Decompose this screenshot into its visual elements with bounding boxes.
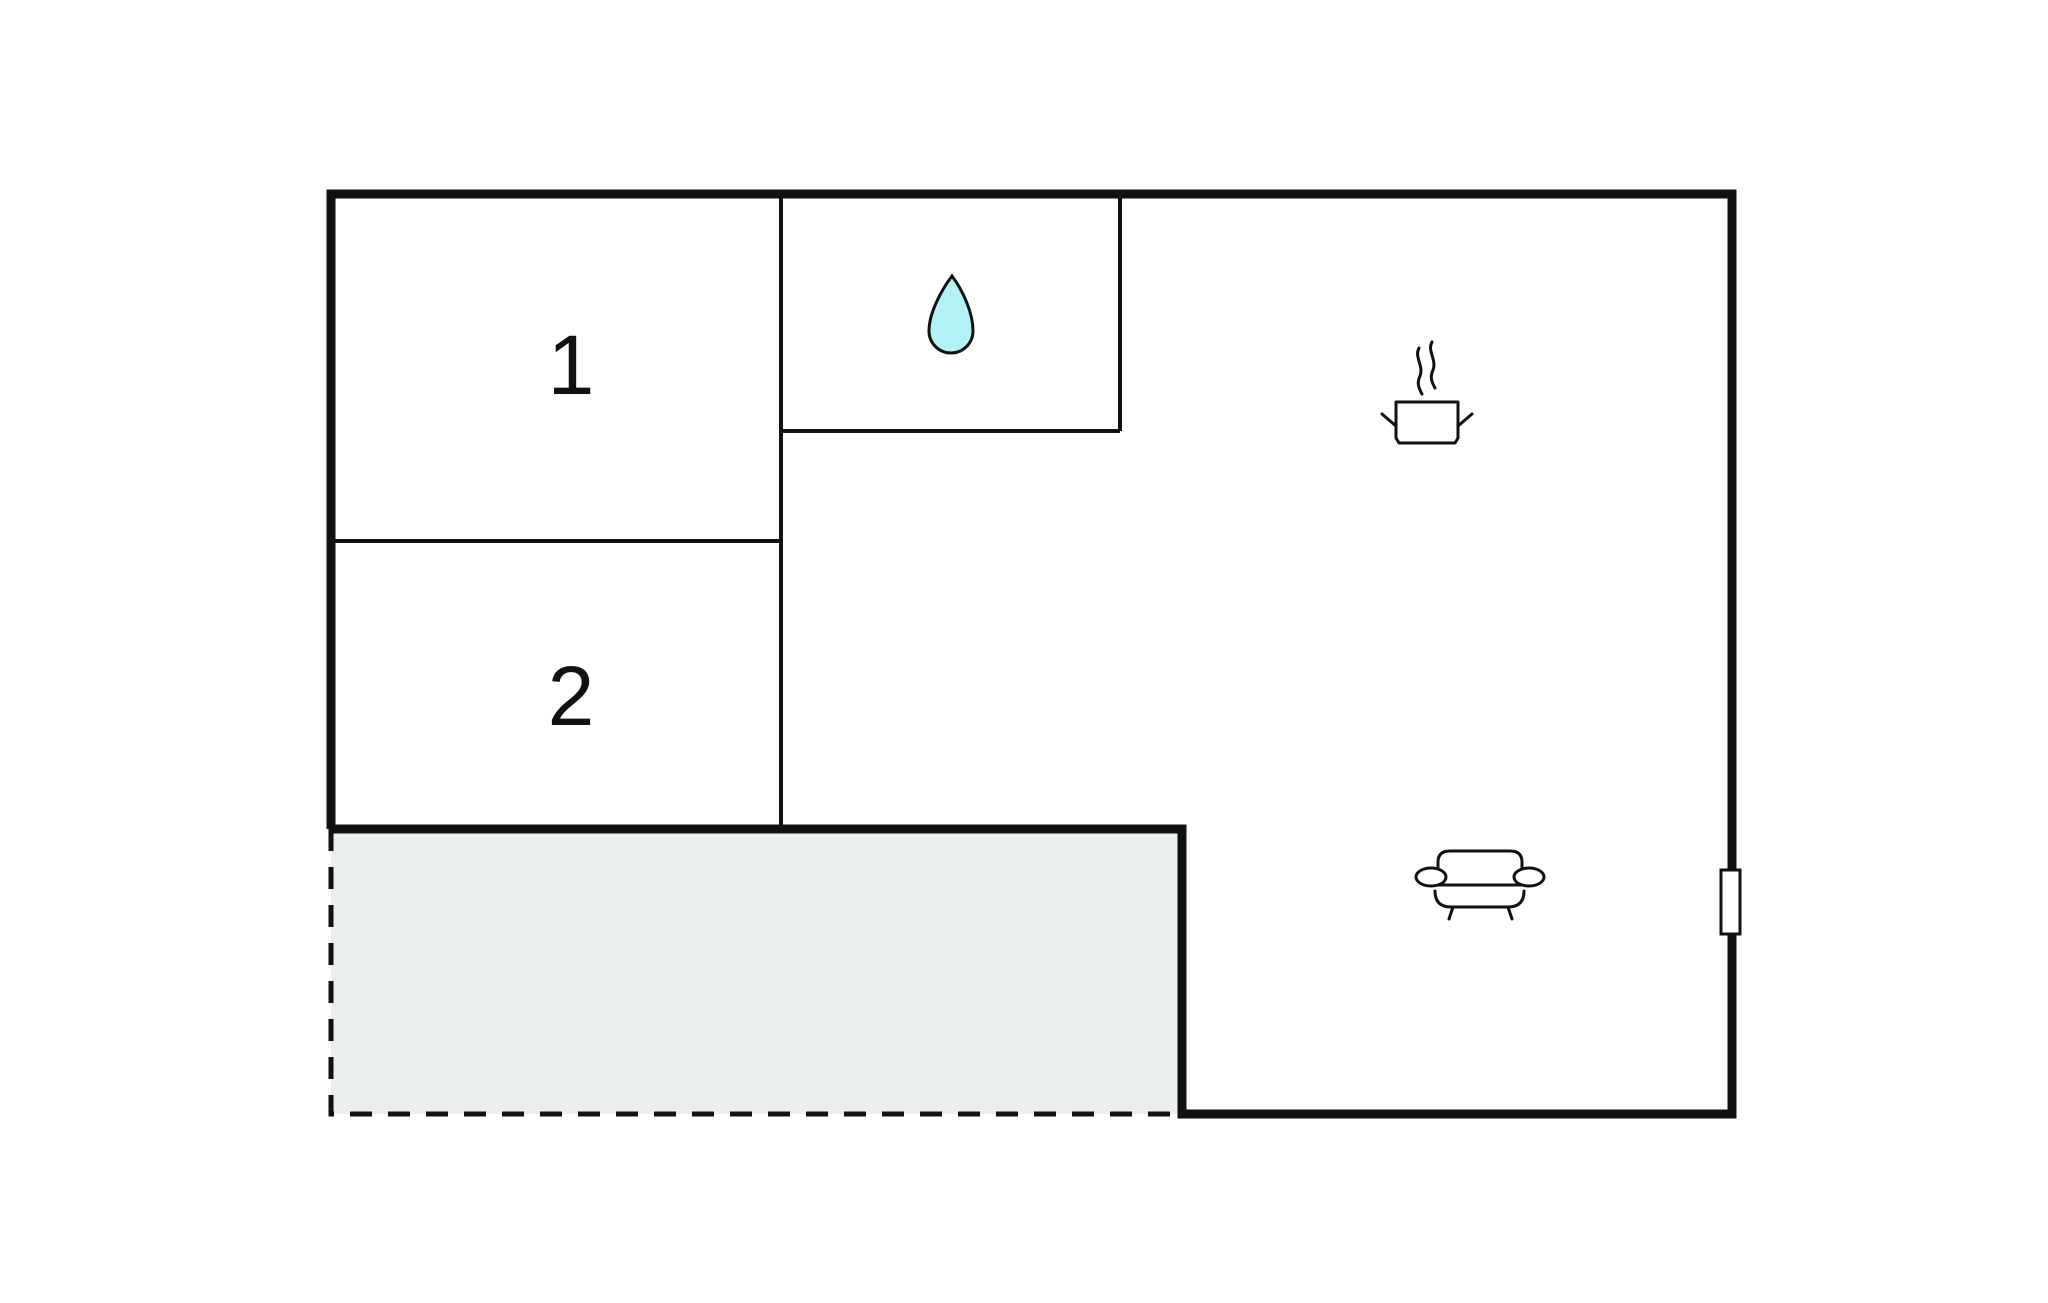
window <box>1719 868 1742 936</box>
terrace-dashed-outline <box>328 829 1179 1117</box>
terrace-fill <box>331 829 1179 1114</box>
terrace <box>328 829 1179 1117</box>
cooking-pot-icon <box>1380 340 1474 445</box>
sofa-icon <box>1414 849 1546 921</box>
exterior-wall <box>326 189 1737 1119</box>
room-label-bedroom-1: 1 <box>548 318 595 412</box>
interior-walls <box>335 198 1122 826</box>
water-drop-icon <box>927 273 975 355</box>
room-label-bedroom-2: 2 <box>548 649 595 743</box>
